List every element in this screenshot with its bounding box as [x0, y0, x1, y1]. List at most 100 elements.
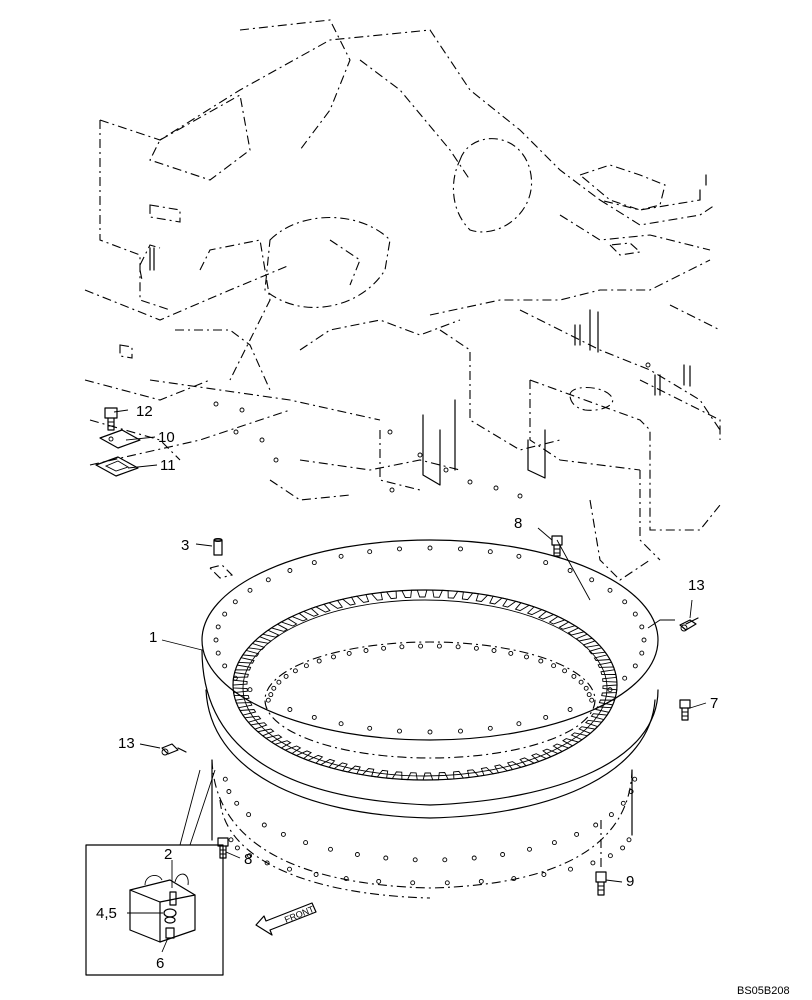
- ring-bolt-hole: [524, 654, 529, 660]
- ring-bolt-hole: [567, 568, 573, 573]
- ring-bolt-hole: [568, 866, 573, 872]
- callout-labels: 12 10 11 3 1 8 13 7 13 2 4,5 6 8 9: [96, 403, 718, 972]
- ring-bolt-hole: [412, 857, 418, 863]
- ring-bolt-hole: [607, 853, 613, 859]
- ring-bolt-hole: [543, 560, 549, 566]
- ring-bolt-hole: [628, 789, 634, 794]
- ring-bolt-hole: [473, 645, 479, 651]
- ring-bolt-hole: [246, 812, 252, 818]
- ring-bolt-hole: [311, 714, 317, 720]
- callout-11: 11: [160, 457, 176, 474]
- ring-bolt-hole: [228, 837, 234, 843]
- ring-bolt-hole: [383, 855, 389, 861]
- ring-bolt-hole: [427, 545, 433, 551]
- ring-bolt-hole: [543, 714, 549, 720]
- part-10-cover-plate: [99, 429, 141, 449]
- ring-bolt-hole: [632, 663, 638, 669]
- ring-bolt-hole: [363, 648, 369, 653]
- ring-bolt-hole: [222, 776, 228, 782]
- ring-bolt-hole: [491, 648, 497, 653]
- swing-bearing-ring: [201, 539, 659, 899]
- ring-bolt-hole: [367, 725, 373, 731]
- part-8-bolt-top: [551, 535, 591, 601]
- ring-bolt-hole: [397, 728, 402, 734]
- part-13-grease-fitting-right: [679, 617, 699, 632]
- callout-3: 3: [181, 537, 189, 554]
- ring-bolt-hole: [471, 855, 477, 861]
- ring-bolt-hole: [632, 776, 638, 782]
- ring-bolt-hole: [283, 673, 289, 679]
- ring-bolt-hole: [500, 852, 506, 857]
- ring-bolt-hole: [287, 707, 293, 712]
- ring-bolt-hole: [338, 721, 344, 727]
- ring-bolt-hole: [247, 587, 253, 593]
- ring-bolt-hole: [436, 643, 442, 649]
- ring-bolt-hole: [620, 800, 626, 806]
- ring-bolt-hole: [516, 553, 522, 559]
- ring-bolt-hole: [232, 599, 238, 605]
- frame-bolt-holes: [213, 362, 651, 499]
- ring-bolt-hole: [455, 644, 461, 650]
- ring-bolt-hole: [280, 831, 286, 837]
- upper-frame-outline: [84, 19, 721, 581]
- part-3-pin: [208, 538, 234, 579]
- ring-gear-teeth: [232, 589, 618, 781]
- callout-13-left: 13: [118, 735, 135, 752]
- ring-bolt-hole: [397, 546, 402, 552]
- ring-bolt-hole: [562, 668, 568, 674]
- ring-bolt-hole: [442, 857, 448, 863]
- ring-bolt-hole: [427, 729, 433, 735]
- ring-bolt-holes: [213, 545, 647, 886]
- ring-bolt-hole: [551, 663, 557, 669]
- ring-bolt-hole: [593, 822, 599, 828]
- callout-9: 9: [626, 873, 634, 890]
- ring-bolt-hole: [328, 846, 333, 852]
- ring-bolt-hole: [399, 644, 405, 650]
- ring-bolt-hole: [511, 876, 517, 882]
- callout-4-5: 4,5: [96, 905, 117, 922]
- ring-bolt-hole: [316, 658, 322, 664]
- ring-bolt-hole: [338, 553, 344, 559]
- callout-13-right: 13: [688, 577, 705, 594]
- ring-bolt-hole: [626, 837, 632, 843]
- ring-bolt-hole: [234, 800, 240, 806]
- ring-bolt-hole: [590, 860, 596, 866]
- ring-bolt-hole: [261, 822, 267, 828]
- ring-bolt-hole: [346, 650, 352, 656]
- ring-bolt-hole: [247, 687, 253, 693]
- ring-bolt-hole: [551, 840, 557, 846]
- callout-12: 12: [136, 403, 153, 420]
- ring-bolt-hole: [541, 872, 547, 877]
- ring-bolt-hole: [264, 860, 270, 866]
- ring-bolt-hole: [343, 876, 349, 882]
- ring-bolt-hole: [583, 685, 589, 691]
- ring-bolt-hole: [247, 853, 253, 859]
- front-label: FRONT: [283, 904, 316, 925]
- ring-bolt-hole: [589, 577, 595, 583]
- drawing-code: BS05B208: [737, 985, 790, 997]
- callout-6: 6: [156, 955, 164, 972]
- ring-bolt-hole: [292, 668, 298, 674]
- callout-8-top: 8: [514, 515, 522, 532]
- ring-bolt-hole: [516, 721, 522, 727]
- ring-bolt-hole: [222, 663, 228, 669]
- ring-bolt-hole: [222, 611, 228, 617]
- ring-bolt-hole: [268, 692, 274, 698]
- ring-bolt-hole: [574, 831, 580, 837]
- ring-bolt-hole: [271, 685, 277, 691]
- ring-bolt-hole: [571, 673, 577, 679]
- front-direction-arrow: FRONT: [255, 902, 317, 936]
- ring-bolt-hole: [589, 697, 595, 703]
- callout-8-bottom: 8: [244, 851, 252, 868]
- ring-bolt-hole: [527, 846, 532, 852]
- ring-bolt-hole: [639, 624, 645, 630]
- ring-bolt-hole: [381, 645, 387, 651]
- part-13-grease-fitting-left: [161, 743, 187, 756]
- ring-bolt-hole: [639, 650, 645, 656]
- ring-bolt-hole: [607, 687, 613, 693]
- detail-inset: [85, 769, 224, 976]
- callout-1: 1: [149, 629, 157, 646]
- ring-bolt-hole: [622, 599, 628, 605]
- ring-bolt-hole: [232, 675, 238, 681]
